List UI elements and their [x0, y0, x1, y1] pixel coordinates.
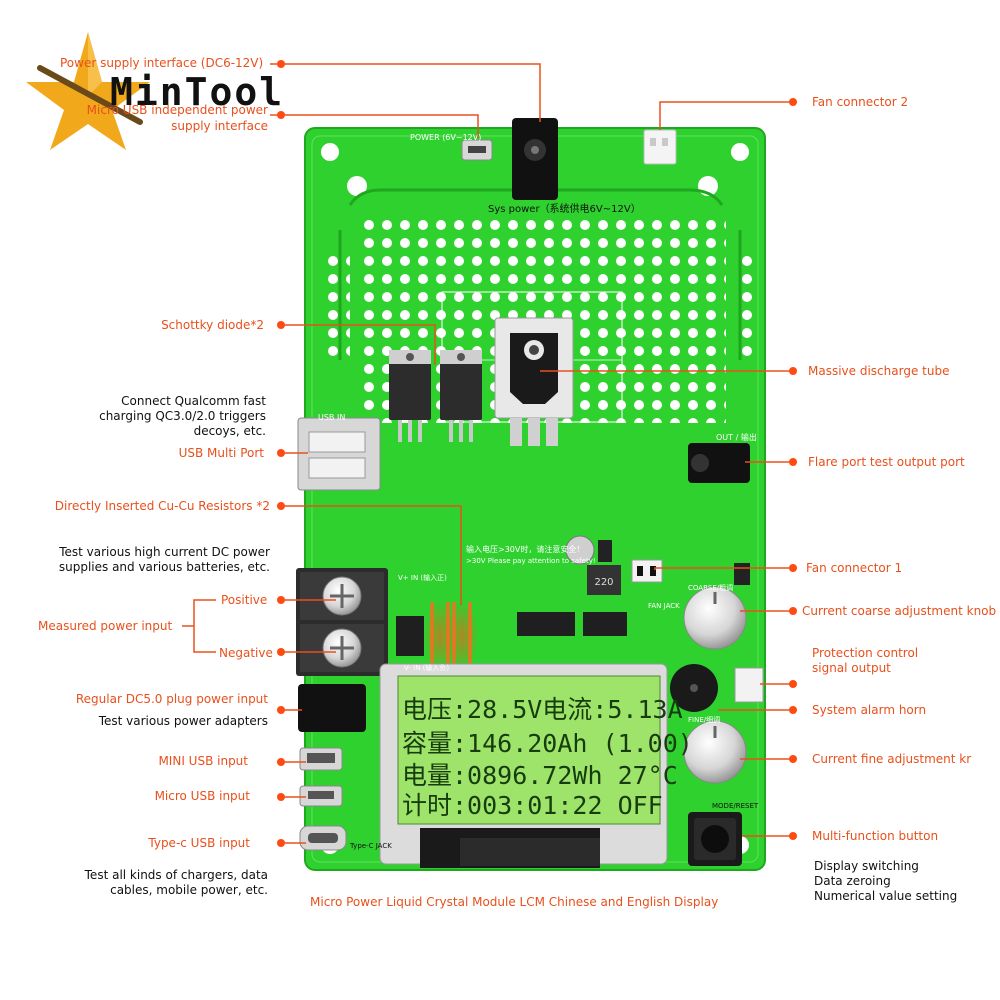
terminal-block: [296, 568, 388, 676]
label-fan1: Fan connector 1: [806, 561, 903, 575]
label-multi-button: Multi-function button: [812, 829, 939, 843]
label-micro-usb-input: Micro USB input: [154, 789, 250, 803]
silk-coarse: COARSE/粗调: [688, 583, 733, 592]
label-schottky: Schottky diode*2: [161, 318, 264, 332]
note-qc-1: Connect Qualcomm fast: [121, 394, 266, 408]
fan-connector-1: [631, 559, 663, 583]
label-fan2: Fan connector 2: [812, 95, 909, 109]
note-charger-1: Test all kinds of chargers, data: [84, 868, 268, 882]
label-fine-knob: Current fine adjustment kr: [812, 752, 972, 766]
cu-resistors: [424, 600, 478, 674]
note-button-3: Numerical value setting: [814, 889, 958, 903]
silk-warning: 输入电压>30V时，请注意安全！: [466, 544, 584, 554]
lcd-line-2: 容量:146.20Ah (1.00): [402, 729, 693, 758]
label-micro-usb-power-1: Micro USB independent power: [86, 103, 268, 117]
schottky-diode-2: [440, 350, 482, 442]
silk-power: POWER (6V~12V): [410, 133, 481, 142]
sensor: [734, 563, 750, 585]
lcd-line-3: 电量:0896.72Wh 27°C: [402, 761, 678, 790]
mosfet-small: [396, 616, 424, 656]
dc5-plug-jack: [298, 684, 366, 732]
label-usb-multi: USB Multi Port: [178, 446, 264, 460]
protection-connector: [734, 667, 764, 703]
label-lcd-caption: Micro Power Liquid Crystal Module LCM Ch…: [310, 895, 719, 909]
lcd-module: 电压:28.5V电流:5.13A 容量:146.20Ah (1.00) 电量:0…: [379, 663, 693, 868]
label-resistors: Directly Inserted Cu-Cu Resistors *2: [54, 499, 270, 513]
label-alarm-horn: System alarm horn: [812, 703, 927, 717]
silk-usb-in: USB IN: [318, 413, 345, 422]
lcd-line-4: 计时:003:01:22 OFF: [402, 791, 663, 820]
fan-connector-2: [643, 129, 677, 165]
leader-lines: [182, 63, 790, 844]
label-negative: Negative: [219, 646, 273, 660]
leader-dots: [277, 60, 797, 847]
label-mini-usb: MINI USB input: [158, 754, 248, 768]
label-protection-2: signal output: [812, 661, 891, 675]
silk-fan-jack: FAN JACK: [648, 602, 680, 610]
silk-warning-en: >30V Please pay attention to safety!: [466, 557, 596, 565]
lcd-line-1: 电压:28.5V电流:5.13A: [402, 695, 683, 724]
silk-typec: Type-C JACK: [349, 842, 392, 850]
inductor-label: 220: [594, 577, 613, 588]
silk-mode: MODE/RESET: [712, 802, 759, 810]
silk-vin-plus: V+ IN (输入正): [398, 573, 447, 582]
note-qc-3: decoys, etc.: [193, 424, 266, 438]
note-dc-2: supplies and various batteries, etc.: [58, 560, 270, 574]
discharge-tube: [494, 317, 574, 446]
note-dc5: Test various power adapters: [98, 714, 268, 728]
label-measured-input: Measured power input: [38, 619, 173, 633]
silk-fine: FINE/细调: [688, 715, 720, 724]
label-typec-input: Type-c USB input: [148, 836, 250, 850]
diode-small: [598, 540, 612, 562]
ic-1: [517, 612, 575, 636]
inductor: [587, 565, 621, 595]
dc-power-jack: [512, 118, 558, 200]
micro-usb-power-connector: [461, 139, 493, 161]
alarm-buzzer: [670, 664, 718, 712]
capacitor: [565, 535, 595, 565]
multi-function-button: [688, 812, 742, 866]
usb-input-jacks: [299, 747, 347, 851]
label-dc5-input: Regular DC5.0 plug power input: [75, 692, 268, 706]
note-dc-1: Test various high current DC power: [59, 545, 270, 559]
fine-knob: [683, 720, 747, 784]
logo-star-icon: [26, 32, 150, 150]
label-coarse-knob: Current coarse adjustment knob: [802, 604, 997, 618]
label-protection-1: Protection control: [812, 646, 919, 660]
brand-logo: MinTool: [110, 70, 285, 114]
note-charger-2: cables, mobile power, etc.: [110, 883, 268, 897]
label-discharge-tube: Massive discharge tube: [808, 364, 950, 378]
silk-sys-power: Sys power（系统供电6V~12V）: [488, 202, 641, 215]
usb-multi-port: [297, 417, 381, 491]
ic-2: [583, 612, 627, 636]
note-button-1: Display switching: [814, 859, 919, 873]
silk-out: OUT / 输出: [716, 432, 757, 442]
coarse-knob: [683, 586, 747, 650]
label-micro-usb-power-2: supply interface: [171, 119, 268, 133]
note-button-2: Data zeroing: [814, 874, 891, 888]
label-power-supply: Power supply interface (DC6-12V): [60, 56, 264, 70]
label-flare-port: Flare port test output port: [808, 455, 965, 469]
label-positive: Positive: [221, 593, 268, 607]
flare-output-port: [688, 443, 750, 483]
note-qc-2: charging QC3.0/2.0 triggers: [99, 409, 266, 423]
silk-vin-minus: V- IN (输入负): [404, 663, 449, 672]
schottky-diode-1: [389, 350, 431, 442]
